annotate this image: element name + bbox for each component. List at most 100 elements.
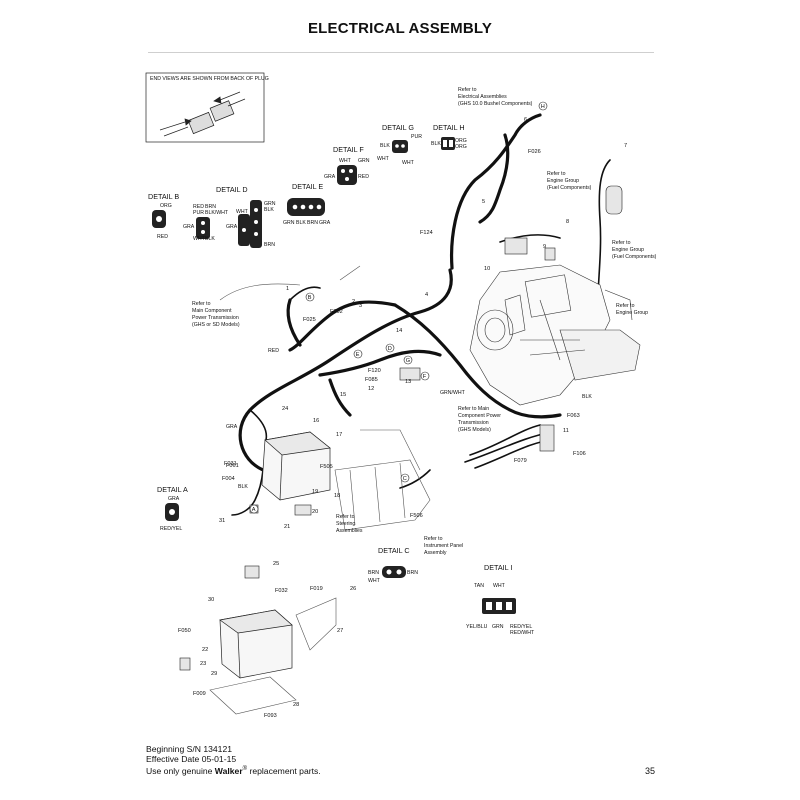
part-number-14: 14 <box>396 328 402 334</box>
part-number-15: 15 <box>340 392 346 398</box>
part-number-12: 12 <box>368 386 374 392</box>
fastener-code-f093: F093 <box>264 713 277 719</box>
wire-color-blk: BLK <box>238 484 248 490</box>
ref-engine-group-line-1: Refer to <box>616 303 635 309</box>
wire-color-blk-2: BLK <box>582 394 592 400</box>
detail-h-wire-3: ORG <box>455 144 467 150</box>
part-number-8: 8 <box>566 219 569 225</box>
ref-main-comp-2-line-4: (GHS Models) <box>458 427 491 433</box>
ref-instrument-line-3: Assembly <box>424 550 447 556</box>
detail-i-wire-6: RED/WHT <box>510 630 535 636</box>
part-number-26: 26 <box>350 586 356 592</box>
fastener-code-f079: F079 <box>514 458 527 464</box>
detail-d: DETAIL D RED BRN PUR BLK/WHT GRA WHT BLK… <box>183 185 276 248</box>
fastener-code-f026: F026 <box>528 149 541 155</box>
part-number-11: 11 <box>563 428 569 434</box>
footer-use-suffix: replacement parts. <box>247 765 321 776</box>
frame-parts <box>209 265 431 715</box>
detail-d-wire-6: WHT <box>193 236 206 242</box>
ref-engine-group: Refer to Engine Group <box>616 303 648 316</box>
detail-f: DETAIL F WHT GRN GRA RED <box>324 145 370 185</box>
ref-main-comp-1-line-1: Refer to <box>192 301 211 307</box>
detail-i-wire-5: RED/YEL <box>510 624 532 630</box>
detail-f-wire-2: GRN <box>358 158 370 164</box>
detail-d-wire-12: BRN <box>264 242 275 248</box>
detail-f-wire-3: GRA <box>324 174 336 180</box>
part-number-17: 17 <box>336 432 342 438</box>
part-number-4: 4 <box>425 292 428 298</box>
connector-e: E <box>356 352 360 358</box>
detail-f-wire-4: RED <box>358 174 369 180</box>
part-number-3: 3 <box>359 303 362 309</box>
detail-g-wire-2: BLK <box>380 143 390 149</box>
detail-d-wire-7: BLK <box>205 236 215 242</box>
footer-use-prefix: Use only genuine <box>146 765 215 776</box>
detail-b-wire-1: ORG <box>160 203 172 209</box>
detail-d-wire-8: WHT <box>236 209 249 215</box>
ref-main-comp-1-line-4: (GHS or SD Models) <box>192 322 240 328</box>
ref-elec-asm-line-1: Refer to <box>458 87 477 93</box>
part-number-7: 7 <box>624 143 627 149</box>
main-harness <box>238 113 562 472</box>
part-number-31: 31 <box>219 518 225 524</box>
page-title: ELECTRICAL ASSEMBLY <box>307 20 493 37</box>
fastener-code-f025: F025 <box>303 317 316 323</box>
connector-g: G <box>406 358 410 364</box>
detail-e-wire-1: GRN <box>283 220 295 226</box>
ref-instrument-line-1: Refer to <box>424 536 443 542</box>
battery-lower <box>219 609 293 679</box>
fastener-code-f019: F019 <box>310 586 323 592</box>
detail-a-wire-2: RED/YEL <box>160 526 182 532</box>
fastener-code-f120: F120 <box>368 368 381 374</box>
detail-c-title: DETAIL C <box>378 546 410 555</box>
part-number-13: 13 <box>405 379 411 385</box>
detail-a: DETAIL A GRA RED/YEL <box>157 485 188 532</box>
detail-d-wire-9: GRN <box>264 201 276 207</box>
fastener-code-f032: F032 <box>275 588 288 594</box>
plug-illustration <box>159 91 246 137</box>
fastener-code-callouts: F002F004F009F019F025F026F031F032F050F061… <box>178 149 586 719</box>
connector-d: D <box>388 346 392 352</box>
detail-a-wire-1: GRA <box>168 496 180 502</box>
fastener-code-f505: F505 <box>320 464 333 470</box>
footer-serial: Beginning S/N 134121 <box>146 744 233 754</box>
ref-steering-line-2: Steering <box>336 521 355 527</box>
detail-g: DETAIL G PUR BLK WHT WHT <box>377 123 422 166</box>
detail-i-wire-1: TAN <box>474 583 484 589</box>
fastener-code-f106: F106 <box>573 451 586 457</box>
detail-i: DETAIL I TAN WHT YEL/BLU GRN RED/YEL RED… <box>466 563 535 636</box>
connector-c: C <box>403 476 407 482</box>
part-number-20: 20 <box>312 509 318 515</box>
fastener-code-f031: F031 <box>224 461 237 467</box>
end-views-note: END VIEWS ARE SHOWN FROM BACK OF PLUG <box>150 76 269 82</box>
ref-main-comp-1: Refer to Main Component Power Transmissi… <box>192 301 240 328</box>
part-number-2: 2 <box>352 299 355 305</box>
page-footer: Beginning S/N 134121 Effective Date 05-0… <box>146 744 321 776</box>
detail-i-wire-2: WHT <box>493 583 506 589</box>
connector-h: H <box>541 104 545 110</box>
ref-elec-asm-line-2: Electrical Assemblies <box>458 94 507 100</box>
detail-h-title: DETAIL H <box>433 123 465 132</box>
ref-elec-asm: Refer to Electrical Assemblies (GHS 10.0… <box>458 87 533 107</box>
ref-engine-fuel-1-line-2: Engine Group <box>547 178 579 184</box>
detail-e-title: DETAIL E <box>292 182 323 191</box>
detail-c-wire-3: BRN <box>407 570 418 576</box>
detail-c-wire-2: WHT <box>368 578 381 584</box>
part-number-28: 28 <box>293 702 299 708</box>
footer-reg: ® <box>242 766 248 772</box>
connector-f: F <box>423 374 427 380</box>
part-number-25: 25 <box>273 561 279 567</box>
fastener-code-f050: F050 <box>178 628 191 634</box>
engine-illustration <box>469 264 641 406</box>
footer-use-line: Use only genuine Walker® replacement par… <box>146 764 321 776</box>
detail-e-wire-3: BRN <box>307 220 318 226</box>
detail-e-wire-4: GRA <box>319 220 331 226</box>
detail-i-wire-3: YEL/BLU <box>466 624 488 630</box>
detail-h-wire-1: BLK <box>431 141 441 147</box>
detail-d-wire-5: GRA <box>183 224 195 230</box>
wire-color-red: RED <box>268 348 279 354</box>
wire-color-grn-wht: GRN/WHT <box>440 390 466 396</box>
ref-main-comp-2-line-1: Refer to Main <box>458 406 489 412</box>
detail-g-wire-3: WHT <box>377 156 390 162</box>
footer-effective: Effective Date 05-01-15 <box>146 754 237 764</box>
